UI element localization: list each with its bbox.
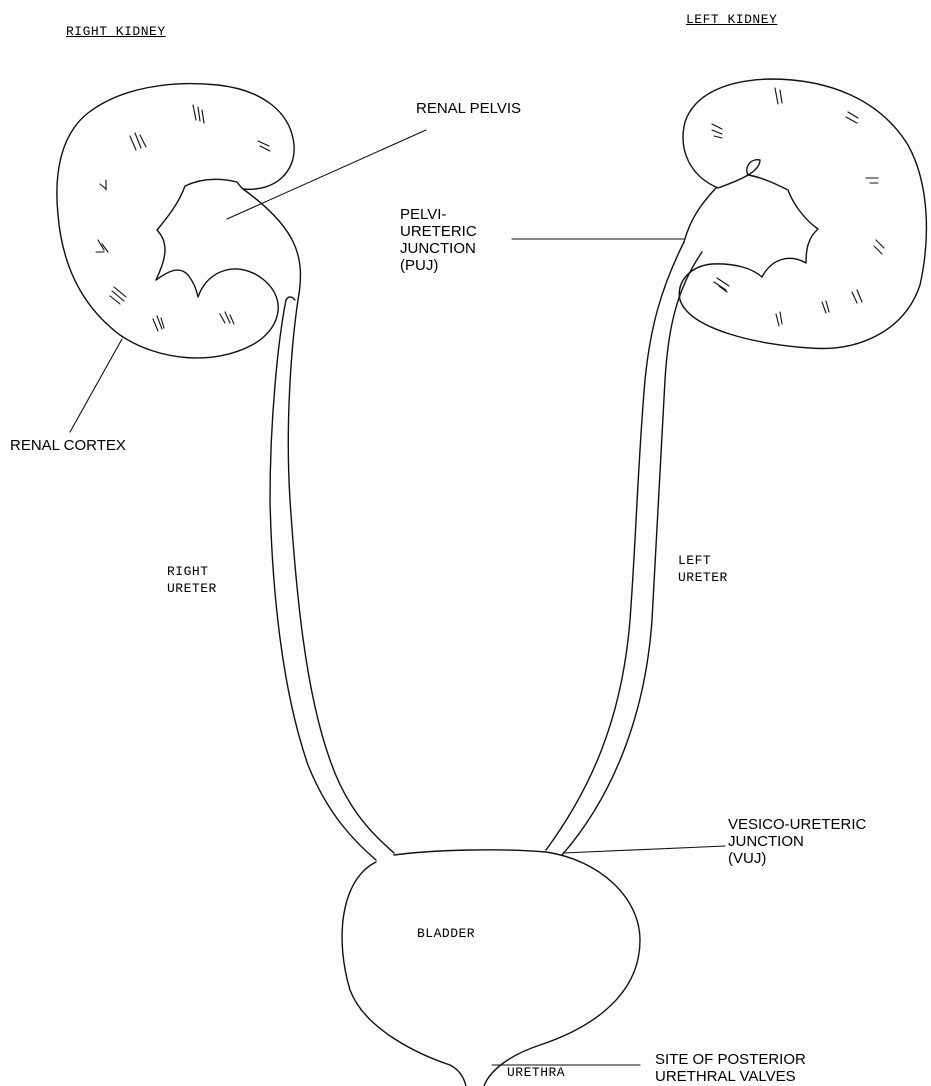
bladder-label: BLADDER [417,925,475,942]
right-kidney-cortex-marks [96,105,270,331]
right-ureter [243,189,394,860]
left-kidney-cortex-marks [712,88,884,326]
right-ureter-label: RIGHT URETER [167,563,217,597]
left-kidney-outline [679,79,926,348]
renal-cortex-label: RENAL CORTEX [10,437,126,454]
right-kidney-outline [57,84,294,358]
leader-lines [70,130,725,1065]
left-ureter [546,242,702,855]
urethra-label: URETHRA [507,1064,565,1081]
renal-pelvis-label: RENAL PELVIS [416,100,521,117]
puj-label: PELVI- URETERIC JUNCTION (PUJ) [400,206,477,274]
left-kidney-title: LEFT KIDNEY [686,11,777,28]
renal-pelvis-leader [227,130,426,219]
right-kidney-title: RIGHT KIDNEY [66,23,166,40]
bladder-outline [342,850,640,1086]
renal-cortex-leader [70,339,122,432]
posterior-urethral-valves-label: SITE OF POSTERIOR URETHRAL VALVES [655,1051,806,1085]
vuj-label: VESICO-URETERIC JUNCTION (VUJ) [728,816,866,867]
vuj-leader [563,846,725,853]
left-ureter-label: LEFT URETER [678,552,728,586]
